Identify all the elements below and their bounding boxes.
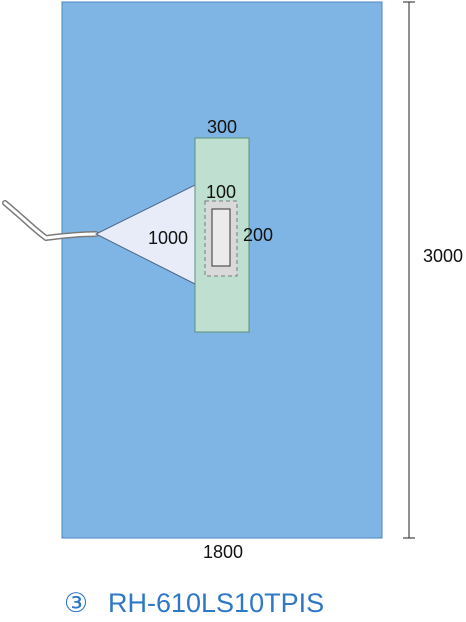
pouch-length-label: 1000 xyxy=(148,228,188,248)
panel-width-label: 300 xyxy=(207,117,237,137)
product-number-mark: ③ xyxy=(64,588,88,618)
drainage-tube-inner xyxy=(3,201,98,240)
drape-height-label: 3000 xyxy=(423,246,463,266)
fenestration-width-label: 100 xyxy=(206,182,236,202)
fenestration-height-label: 200 xyxy=(243,225,273,245)
product-model-label: RH-610LS10TPIS xyxy=(108,588,324,618)
fenestration-opening xyxy=(211,208,231,267)
drape-width-label: 1800 xyxy=(203,542,243,562)
